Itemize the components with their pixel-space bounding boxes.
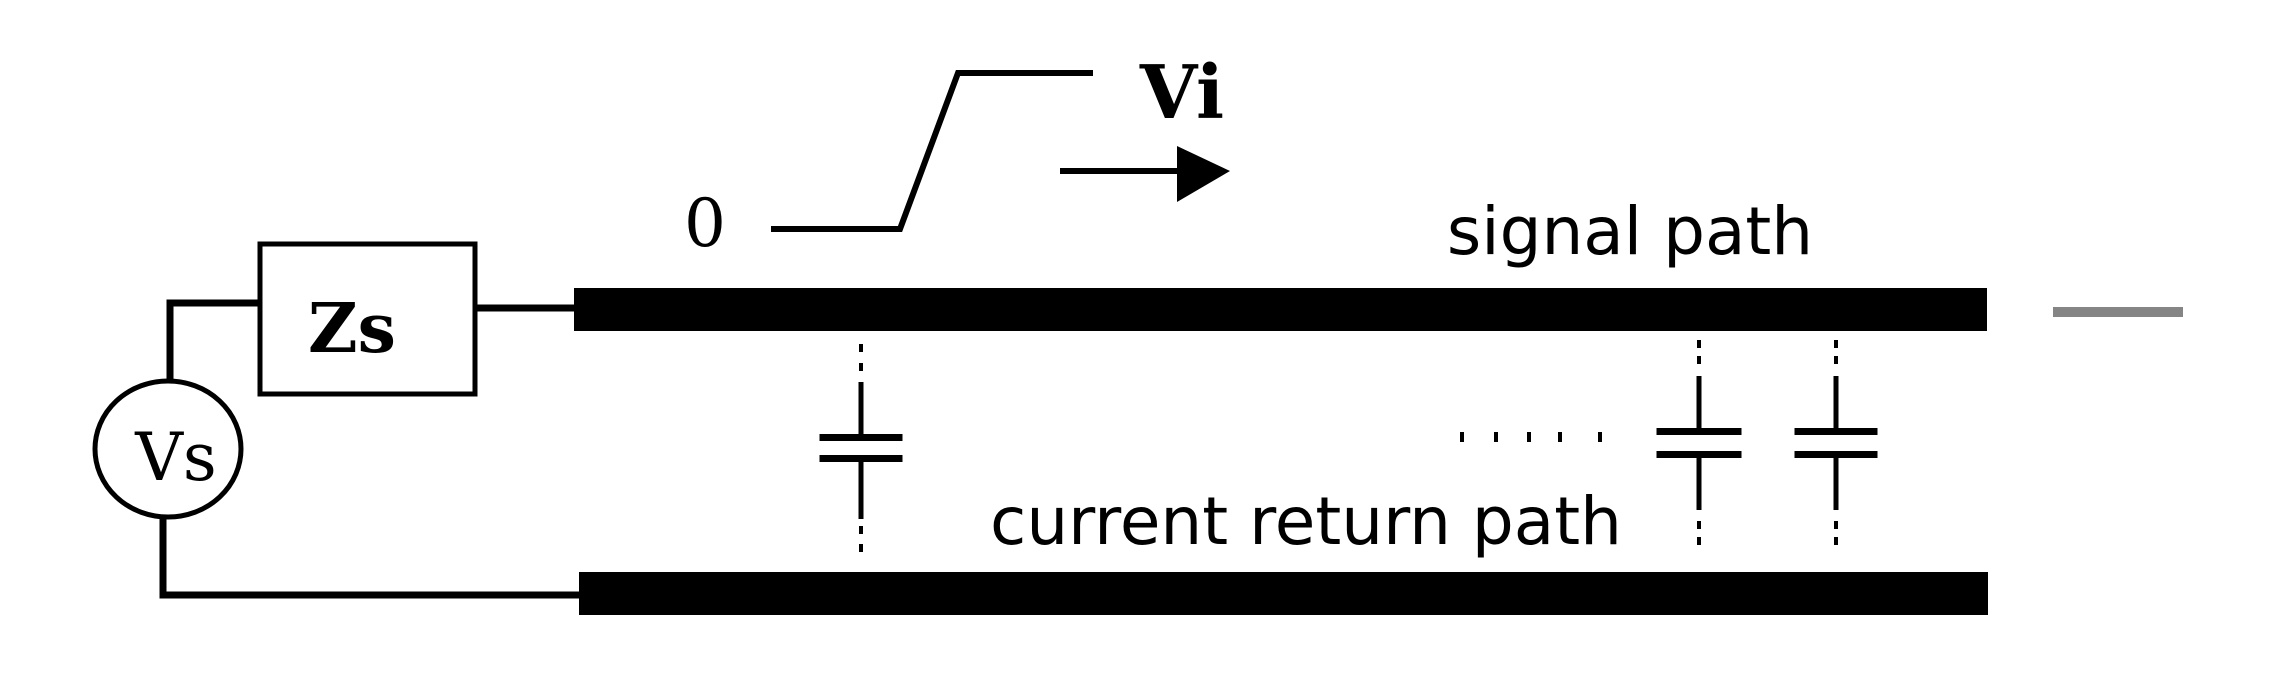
signal-path-label: signal path (1447, 193, 1813, 270)
return-path-label: current return path (990, 483, 1622, 560)
wire-source-to-return (159, 515, 581, 599)
step-waveform (771, 70, 1093, 232)
capacitor-icon (1656, 340, 1742, 545)
wire-source-to-zs (166, 299, 262, 382)
step-low-label: 0 (684, 185, 726, 262)
voltage-source-label: Vs (134, 419, 217, 496)
signal-path-conductor (574, 288, 1987, 331)
return-path-conductor (579, 572, 1988, 615)
capacitor-icon (819, 344, 903, 552)
voltage-source-circle (92, 378, 244, 520)
ellipsis-dots (1460, 432, 1602, 442)
capacitor-icon (1794, 340, 1878, 545)
propagation-arrow-icon (1060, 146, 1230, 202)
incident-voltage-label: Vi (1139, 50, 1224, 136)
line-continuation-marks (2053, 307, 2183, 317)
source-impedance-box (257, 241, 478, 397)
source-impedance-label: Zs (308, 289, 396, 369)
